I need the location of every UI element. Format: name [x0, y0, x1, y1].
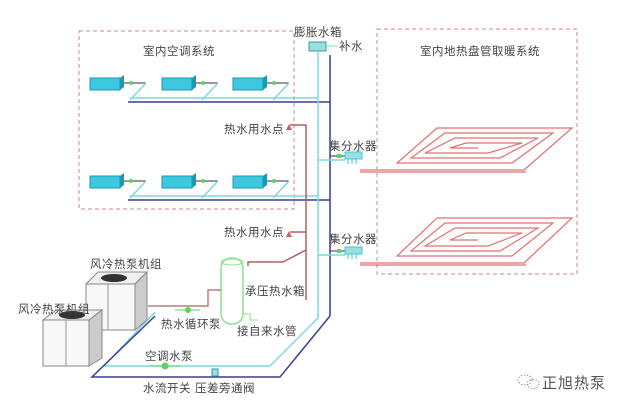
heat-pump-label-2: 风冷热泵机组	[18, 302, 90, 316]
hot-water-point-icon	[286, 231, 292, 237]
pressure-hot-water-tank	[220, 257, 258, 325]
expansion-tank-label: 膨胀水箱	[294, 25, 342, 39]
fan-coil-unit	[89, 75, 146, 91]
manifold-top	[318, 151, 363, 164]
floor-heating-zone-border	[376, 28, 578, 275]
floor-heating-coil-top	[360, 127, 574, 173]
manifold-bottom	[318, 246, 363, 259]
manifold-label-1: 集分水器	[329, 139, 377, 153]
floor-heating-coil-bottom	[360, 217, 574, 266]
tap-water-inlet-label: 接自来水管	[237, 324, 297, 338]
fan-coil-unit	[161, 173, 218, 189]
ac-water-pump-label: 空调水泵	[145, 349, 193, 363]
bypass-valve-label: 压差旁通阀	[195, 381, 255, 395]
hot-water-point-label-2: 热水用水点	[224, 225, 284, 239]
hot-water-pipes	[247, 124, 307, 300]
fan-coil-row-bottom	[89, 173, 330, 201]
circulation-pump-label: 热水循环泵	[161, 317, 221, 331]
diff-pressure-bypass-valve	[211, 368, 219, 377]
fan-coil-row-top	[89, 75, 330, 103]
heat-pump-unit-front	[41, 308, 104, 367]
ac-loop-base	[90, 311, 331, 378]
fan-coil-unit	[232, 75, 289, 91]
heat-pump-label-1: 风冷热泵机组	[90, 257, 162, 271]
wechat-icon	[517, 374, 540, 389]
flow-switch-label: 水流开关	[143, 381, 191, 395]
fan-coil-unit	[232, 173, 289, 189]
fan-coil-unit	[89, 173, 146, 189]
expansion-tank	[308, 41, 338, 52]
ac-zone-title: 室内空调系统	[143, 44, 215, 58]
ac-water-pump	[150, 362, 180, 370]
pressure-tank-label: 承压热水箱	[245, 284, 305, 298]
makeup-water-label: 补水	[339, 39, 363, 53]
ac-zone-border	[78, 30, 295, 210]
hot-water-circuit-pipe	[148, 289, 221, 307]
hot-water-point-icon	[286, 124, 292, 130]
hot-water-circulation-pump	[175, 307, 200, 313]
watermark-text: 正旭热泵	[542, 374, 607, 392]
fan-coil-unit	[161, 75, 218, 91]
manifold-label-2: 集分水器	[329, 232, 377, 246]
hot-water-point-label-1: 热水用水点	[224, 122, 284, 136]
floor-zone-title: 室内地热盘管取暖系统	[420, 44, 540, 58]
